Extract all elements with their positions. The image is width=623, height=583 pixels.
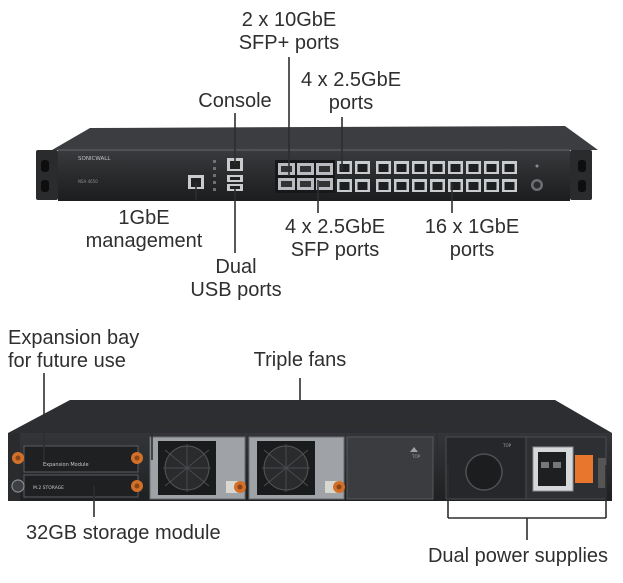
fan-module-1: [149, 436, 246, 500]
rj45-port-socket: [486, 182, 497, 190]
label-line: Expansion bay: [8, 327, 140, 349]
fan-module-2: [248, 436, 345, 500]
label-usb: Dual USB ports: [182, 256, 290, 302]
label-line: 2 x 10GbE: [241, 9, 337, 31]
rj45-port-socket: [378, 164, 389, 172]
rj45-port-socket: [486, 164, 497, 172]
label-power-supplies: Dual power supplies: [427, 545, 609, 567]
label-storage-module: 32GB storage module: [26, 522, 221, 544]
rear-callout-lines: [43, 373, 607, 540]
label-management: 1GbE management: [77, 207, 211, 253]
label-sfp-25g: 4 x 2.5GbE SFP ports: [279, 216, 391, 262]
label-expansion-bay: Expansion bay for future use: [8, 327, 168, 373]
expansion-module-text: Expansion Module: [43, 462, 89, 468]
rj45-port-socket: [339, 182, 350, 190]
rj45-port-socket: [504, 164, 515, 172]
expansion-module-slot: Expansion Module: [12, 445, 143, 473]
rj45-port-socket: [396, 182, 407, 190]
label-console: Console: [198, 90, 272, 112]
label-line: for future use: [8, 350, 126, 372]
power-supply-2: [525, 436, 607, 500]
rear-panel: Expansion Module M.2 STORAGE: [8, 400, 612, 501]
usb-ports: [227, 175, 243, 191]
rj45-port-grid: [337, 161, 517, 192]
rj45-port-socket: [357, 164, 368, 172]
power-supply-1: TOP: [445, 436, 527, 500]
storage-module-slot: M.2 STORAGE: [11, 474, 143, 498]
management-port: [188, 175, 204, 189]
label-line: 4 x 2.5GbE: [300, 69, 402, 91]
label-ports-1g: 16 x 1GbE ports: [412, 216, 532, 262]
front-callout-lines: [195, 57, 453, 253]
rack-ear-right: [570, 150, 592, 200]
status-leds: [213, 160, 216, 191]
rj45-port-socket: [414, 164, 425, 172]
label-line: SFP+ ports: [238, 32, 340, 54]
front-panel: SONICWALL NSA 4650: [36, 126, 598, 201]
rj45-port-socket: [450, 182, 461, 190]
rj45-port-socket: [432, 164, 443, 172]
svg-text:TOP: TOP: [411, 454, 421, 459]
console-port: [227, 158, 243, 171]
rj45-port-socket: [450, 164, 461, 172]
psu-release-latch: [575, 455, 593, 483]
model-label: NSA 4650: [78, 179, 98, 184]
label-line: 1GbE: [118, 207, 170, 229]
rj45-port-socket: [468, 182, 479, 190]
rack-ear-left: [36, 150, 58, 200]
label-line: 16 x 1GbE: [424, 216, 520, 238]
rj45-port-socket: [468, 164, 479, 172]
label-ports-25g: 4 x 2.5GbE ports: [295, 69, 407, 115]
rj45-port-socket: [504, 182, 515, 190]
rj45-port-socket: [378, 182, 389, 190]
fan-module-3: TOP: [346, 436, 434, 500]
rj45-port-socket: [339, 164, 350, 172]
label-sfp-plus-10g: 2 x 10GbE SFP+ ports: [232, 9, 346, 55]
rj45-port-socket: [414, 182, 425, 190]
label-line: Dual: [215, 256, 257, 278]
label-triple-fans: Triple fans: [253, 349, 347, 371]
label-line: ports: [328, 92, 374, 114]
svg-text:TOP: TOP: [502, 443, 512, 448]
brand-logo: SONICWALL: [78, 156, 111, 162]
label-line: management: [85, 230, 203, 252]
sfp-port-block: [275, 160, 335, 193]
label-line: USB ports: [190, 279, 282, 301]
rj45-port-socket: [396, 164, 407, 172]
rj45-port-socket: [432, 182, 443, 190]
storage-module-text: M.2 STORAGE: [33, 485, 64, 491]
label-line: 4 x 2.5GbE: [284, 216, 386, 238]
label-line: ports: [449, 239, 495, 261]
label-line: SFP ports: [290, 239, 380, 261]
power-button: [531, 164, 543, 191]
rj45-port-socket: [357, 182, 368, 190]
